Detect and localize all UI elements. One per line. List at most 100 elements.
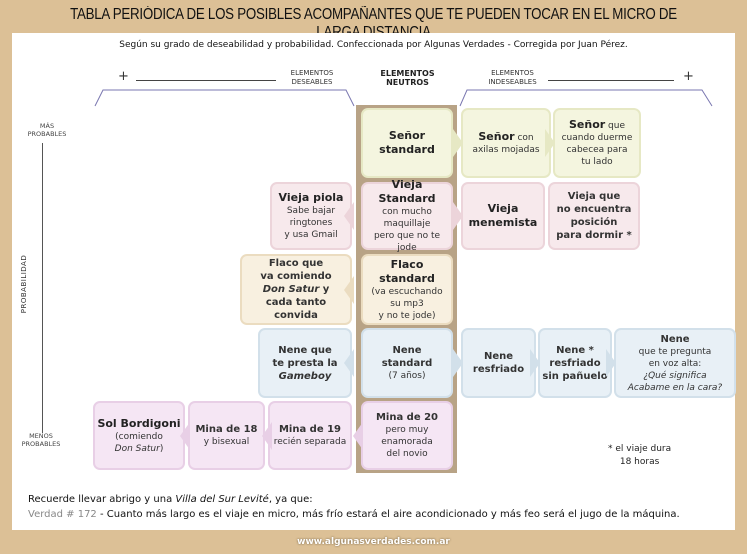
cell-text: recién separada xyxy=(273,437,347,447)
cell-text: en voz alta: xyxy=(648,358,702,369)
cell-line: cada tanto xyxy=(266,296,326,309)
arrow-left-icon xyxy=(180,422,190,450)
cell-line: te presta la xyxy=(272,357,337,370)
cell-text: Vieja Standard xyxy=(378,178,436,205)
cell-line: posición xyxy=(571,216,618,229)
cell-line: Nene xyxy=(484,350,513,363)
axis-bottom-line: MENOS xyxy=(29,432,53,440)
cell-line: Nene que xyxy=(278,344,332,357)
cell-text: Flaco standard xyxy=(379,257,435,285)
probability-axis xyxy=(42,143,43,433)
cell-text: Don Satur xyxy=(262,284,320,295)
cell-text: standard xyxy=(379,143,435,156)
cell-line: cuando duerme xyxy=(562,132,633,144)
axis-title: PROBABILIDAD xyxy=(20,254,29,314)
cell-line: Nene xyxy=(392,344,421,357)
cell-text: (7 años) xyxy=(388,371,426,381)
note-text: Recuerde llevar abrigo y una xyxy=(28,494,176,505)
cell-line: (comiendo xyxy=(115,431,163,443)
cell-line: Nene * xyxy=(556,344,594,357)
cell-line: recién separada xyxy=(274,436,347,448)
axis-bottom-line: PROBABLES xyxy=(21,440,61,448)
cell-text: Señor xyxy=(568,118,606,131)
footnote-line: 18 horas xyxy=(619,457,660,467)
cell-line: ringtones xyxy=(290,217,333,229)
cell-line: va comiendo xyxy=(260,270,331,283)
cell-text: y no te jode) xyxy=(378,310,436,321)
verdad-text: - Cuanto más largo es el viaje en micro,… xyxy=(96,509,680,520)
cell-line: Vieja que xyxy=(568,190,621,203)
cell-text: cabecea para xyxy=(566,145,628,155)
arrow-right-icon xyxy=(453,202,463,230)
undesirable-arrow xyxy=(548,80,674,81)
cell-text: Nene xyxy=(392,345,422,356)
cell-text: no encuentra xyxy=(556,204,632,215)
arrow-left-icon xyxy=(353,422,363,450)
cell-line: convida xyxy=(274,309,318,322)
cell-line: (7 años) xyxy=(388,370,425,382)
cell-text: Sabe bajar xyxy=(286,206,336,216)
cell-line: Don Satur) xyxy=(115,443,164,455)
cell-line: resfriado xyxy=(549,357,600,370)
cell-text: Don Satur xyxy=(114,443,160,454)
cell-text: Mina de 18 xyxy=(195,424,258,435)
cell-line: pero que no te jode xyxy=(363,230,451,254)
cell-line: y bisexual xyxy=(204,436,250,448)
cell-text: cada tanto xyxy=(265,297,327,308)
cell-line: axilas mojadas xyxy=(472,144,539,156)
cell-text: con xyxy=(514,133,534,143)
cell-line: Señor xyxy=(389,129,425,143)
cell-line: Señor con xyxy=(478,130,533,144)
cell-line: (va escuchando xyxy=(371,286,442,298)
cell-text: resfriado xyxy=(472,364,525,375)
cell-line: standard xyxy=(379,143,435,157)
cell-line: que te pregunta xyxy=(639,346,712,358)
cell-text: Señor xyxy=(478,130,515,143)
cell-text: del novio xyxy=(386,449,428,459)
cell-text: Mina de 20 xyxy=(375,412,439,423)
cell-line: del novio xyxy=(386,448,427,460)
cell-line: Vieja xyxy=(488,202,519,216)
plus-left: + xyxy=(118,69,129,84)
header-neutral-line: ELEMENTOS xyxy=(380,69,435,78)
header-desirable-line: ELEMENTOS xyxy=(290,69,334,77)
cell-text: Vieja xyxy=(487,202,519,215)
cell-line: Señor que xyxy=(569,118,625,132)
cell-text: que te pregunta xyxy=(638,346,712,357)
cell-line: Don Satur y xyxy=(263,283,330,296)
cell-text: ) xyxy=(159,443,164,454)
cell-text: Acabame en la cara? xyxy=(627,382,723,393)
cell-text: (comiendo xyxy=(115,431,163,442)
cell-line: Sol Bordigoni xyxy=(97,417,180,431)
arrow-right-icon xyxy=(545,129,555,157)
cell-line: tu lado xyxy=(581,156,612,168)
cell-line: Flaco que xyxy=(269,257,323,270)
arrow-right-icon xyxy=(453,349,463,377)
cell-text: sin pañuelo xyxy=(542,370,608,382)
cell-text: Nene xyxy=(660,333,690,345)
cell-text: para dormir * xyxy=(556,230,632,241)
footnote-line: * el viaje dura xyxy=(608,444,672,454)
arrow-left-icon xyxy=(262,422,272,450)
cell-text: axilas mojadas xyxy=(472,145,540,155)
site-url[interactable]: www.algunasverdades.com.ar xyxy=(297,537,450,547)
note-text: , ya que: xyxy=(268,494,313,505)
cell-line: pero muy xyxy=(386,424,429,436)
cell-line: y usa Gmail xyxy=(284,229,337,241)
